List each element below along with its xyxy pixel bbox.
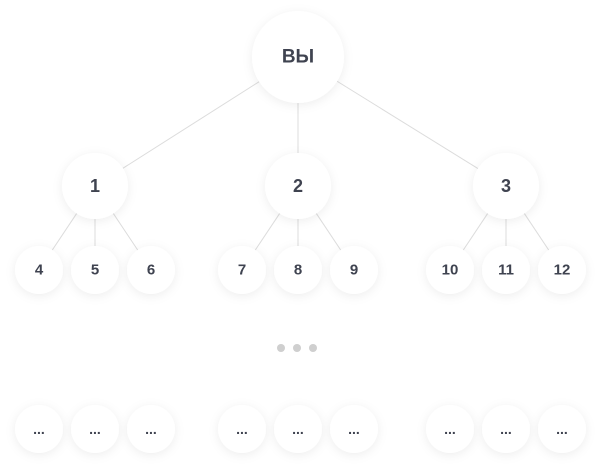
continuation-dot	[293, 344, 301, 352]
placeholder-node-label: ...	[556, 421, 568, 437]
level2-node-4: 4	[15, 246, 63, 294]
level1-node-1: 1	[62, 153, 128, 219]
connector-3-to-10	[462, 213, 489, 251]
connector-2-to-9	[315, 213, 342, 251]
level2-node-12-circle	[538, 246, 586, 294]
level1-node-3: 3	[473, 153, 539, 219]
placeholder-node-circle	[71, 405, 119, 453]
placeholder-node: ...	[127, 405, 175, 453]
level1-node-2-label: 2	[293, 176, 303, 196]
connector-root-to-3	[336, 80, 479, 170]
level2-node-5-label: 5	[91, 262, 99, 279]
level2-node-7-circle	[218, 246, 266, 294]
placeholder-node-label: ...	[348, 421, 360, 437]
level2-node-6-label: 6	[147, 262, 155, 279]
level1-node-3-label: 3	[501, 176, 511, 196]
level2-node-9-label: 9	[350, 262, 358, 279]
level1-node-1-circle	[62, 153, 128, 219]
connector-1-to-4	[51, 213, 78, 251]
placeholder-node: ...	[426, 405, 474, 453]
connector-2-to-7	[254, 213, 281, 251]
placeholder-node: ...	[218, 405, 266, 453]
level2-node-12-label: 12	[554, 262, 571, 279]
level2-node-11-label: 11	[498, 262, 514, 279]
level2-node-9: 9	[330, 246, 378, 294]
continuation-dot	[309, 344, 317, 352]
level1-node-2: 2	[265, 153, 331, 219]
placeholder-node-label: ...	[444, 421, 456, 437]
level2-node-12: 12	[538, 246, 586, 294]
tree-nodes: ВЫ 1 4 5 6 2 7 8 9 3 10 11 12	[15, 11, 586, 294]
placeholder-node-circle	[538, 405, 586, 453]
placeholder-node-label: ...	[500, 421, 512, 437]
connector-root-to-1	[122, 81, 260, 169]
level2-node-11: 11	[482, 246, 530, 294]
placeholder-node: ...	[330, 405, 378, 453]
level1-node-2-circle	[265, 153, 331, 219]
level2-node-5-circle	[71, 246, 119, 294]
level2-node-7-label: 7	[238, 262, 246, 279]
level2-node-8-circle	[274, 246, 322, 294]
placeholder-node: ...	[15, 405, 63, 453]
level2-node-8: 8	[274, 246, 322, 294]
placeholder-node-circle	[426, 405, 474, 453]
placeholder-node-circle	[482, 405, 530, 453]
connector-lines	[51, 80, 550, 251]
placeholder-node-circle	[330, 405, 378, 453]
level2-node-11-circle	[482, 246, 530, 294]
level2-node-7: 7	[218, 246, 266, 294]
continuation-dot	[277, 344, 285, 352]
level1-node-1-label: 1	[90, 176, 100, 196]
level2-node-10: 10	[426, 246, 474, 294]
placeholder-node-circle	[15, 405, 63, 453]
level2-node-9-circle	[330, 246, 378, 294]
root-node-circle	[252, 11, 344, 103]
placeholder-node: ...	[71, 405, 119, 453]
placeholder-node: ...	[482, 405, 530, 453]
level2-node-4-label: 4	[35, 262, 44, 279]
level2-node-5: 5	[71, 246, 119, 294]
continuation-dots	[277, 344, 317, 352]
connector-1-to-6	[112, 213, 139, 251]
root-node: ВЫ	[252, 11, 344, 103]
level1-node-3-circle	[473, 153, 539, 219]
placeholder-node: ...	[538, 405, 586, 453]
level2-node-6: 6	[127, 246, 175, 294]
level2-node-4-circle	[15, 246, 63, 294]
placeholder-node-label: ...	[292, 421, 304, 437]
placeholder-nodes: ...........................	[15, 405, 586, 453]
placeholder-node-label: ...	[89, 421, 101, 437]
root-node-label: ВЫ	[282, 47, 314, 68]
level2-node-10-circle	[426, 246, 474, 294]
level2-node-8-label: 8	[294, 262, 302, 279]
level2-node-10-label: 10	[442, 262, 459, 279]
placeholder-node-label: ...	[145, 421, 157, 437]
connector-3-to-12	[523, 213, 550, 251]
level2-node-6-circle	[127, 246, 175, 294]
placeholder-node-circle	[274, 405, 322, 453]
placeholder-node: ...	[274, 405, 322, 453]
placeholder-node-label: ...	[236, 421, 248, 437]
placeholder-node-circle	[218, 405, 266, 453]
placeholder-node-circle	[127, 405, 175, 453]
placeholder-node-label: ...	[33, 421, 45, 437]
